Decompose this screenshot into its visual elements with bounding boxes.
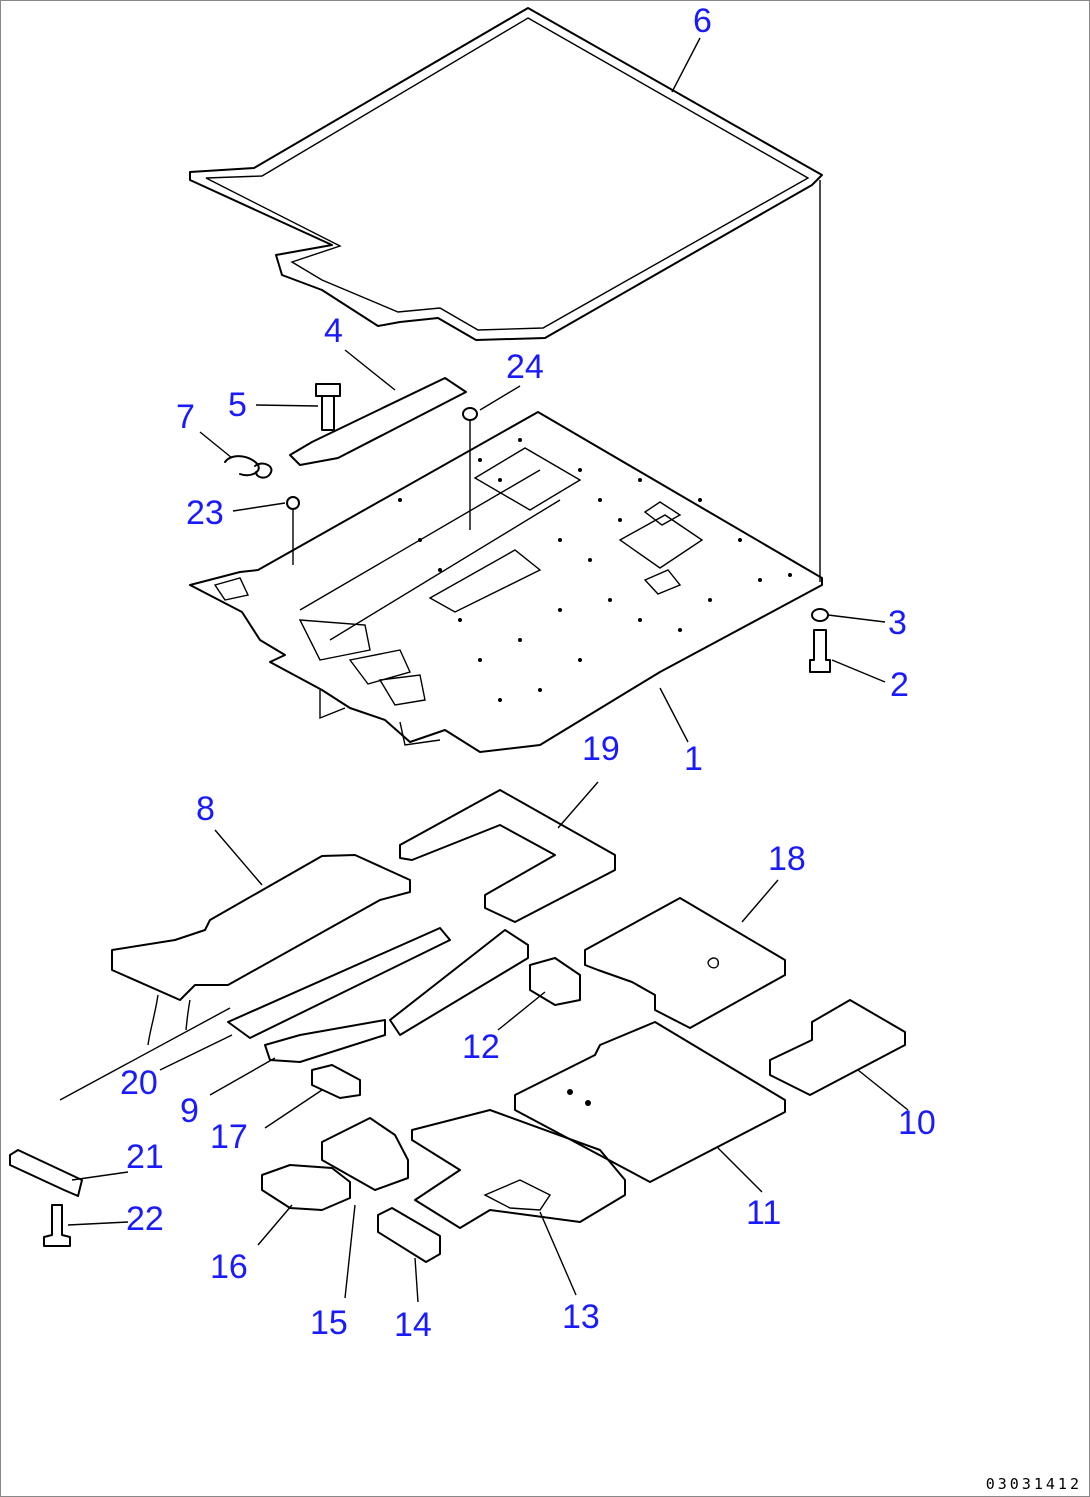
callout-10: 10 [898, 1104, 936, 1142]
callout-4: 4 [324, 312, 343, 350]
part-15-pad [321, 1117, 409, 1191]
callout-18: 18 [768, 840, 806, 878]
part-17-block [311, 1064, 361, 1099]
part-19-pad [399, 789, 616, 923]
part-20-line [59, 994, 231, 1101]
callout-22: 22 [126, 1200, 164, 1238]
part-6-floor-mat [189, 7, 823, 341]
callout-9: 9 [180, 1092, 199, 1130]
part-16-pad [261, 1164, 351, 1211]
callout-13: 13 [562, 1298, 600, 1336]
part-12-block [529, 957, 581, 1006]
callout-labels: 6 4 24 5 7 23 3 2 19 1 8 18 12 20 9 10 1… [120, 2, 936, 1344]
callout-3: 3 [888, 604, 907, 642]
part-13-mat [411, 1109, 626, 1229]
part-10-mat [769, 999, 906, 1096]
part-1-floor-plate [189, 411, 823, 753]
part-21-strap [9, 1149, 83, 1197]
callout-8: 8 [196, 790, 215, 828]
callout-21: 21 [126, 1138, 164, 1176]
part-22-bolt [43, 1204, 71, 1247]
callout-20: 20 [120, 1064, 158, 1102]
part-4-cover-plate [289, 377, 467, 466]
part-18-mat [584, 897, 786, 1029]
callout-5: 5 [228, 386, 247, 424]
callout-1: 1 [684, 740, 703, 778]
callout-11: 11 [746, 1194, 781, 1232]
leader-lines [67, 37, 909, 1303]
callout-7: 7 [176, 398, 195, 436]
callout-19: 19 [582, 730, 620, 768]
plate-holes [398, 438, 792, 702]
part-7-clip [224, 455, 273, 479]
part-24-plug [462, 407, 478, 530]
callout-15: 15 [310, 1304, 348, 1342]
drawing-code: 03031412 [985, 1475, 1082, 1493]
part-11-mat [514, 1021, 786, 1183]
callout-6: 6 [693, 2, 712, 40]
part-9-mat [227, 927, 529, 1063]
part-14-block [377, 1207, 441, 1263]
part-2-bolt [809, 629, 831, 673]
callout-17: 17 [210, 1118, 248, 1156]
part-23-plug [286, 496, 300, 565]
part-5-bolt [315, 383, 341, 431]
callout-24: 24 [506, 348, 544, 386]
callout-14: 14 [394, 1306, 432, 1344]
callout-23: 23 [186, 494, 224, 532]
callout-2: 2 [890, 666, 909, 704]
callout-12: 12 [462, 1028, 500, 1066]
part-8-mat [111, 854, 411, 1001]
callout-16: 16 [210, 1248, 248, 1286]
part-3-washer [811, 608, 829, 622]
